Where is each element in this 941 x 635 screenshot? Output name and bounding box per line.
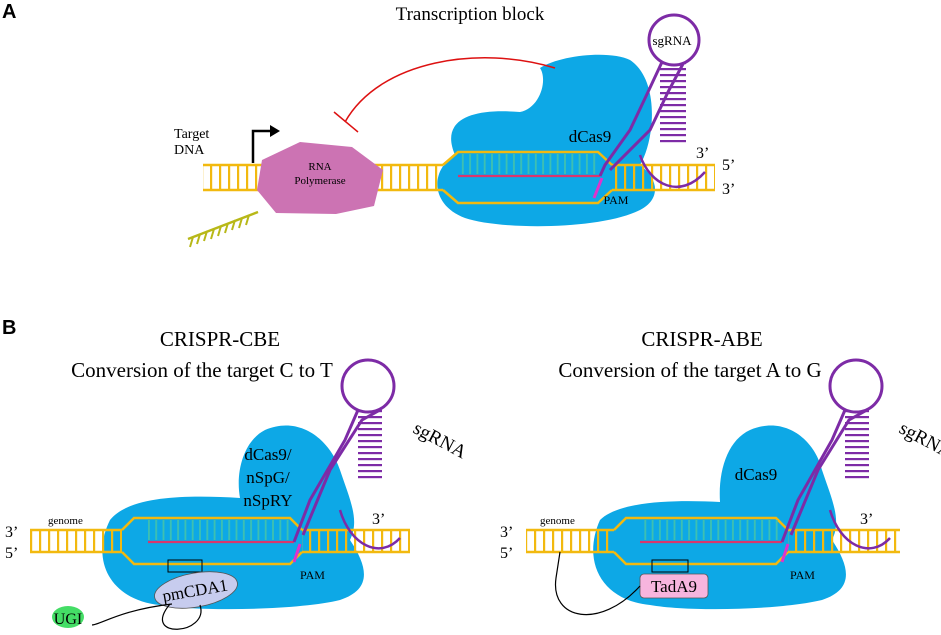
cbe-end-3-right: 3’ bbox=[372, 511, 385, 528]
cbe-subtitle: Conversion of the target C to T bbox=[71, 358, 333, 382]
cbe-end-5-left: 5’ bbox=[5, 545, 18, 562]
panel-a-letter: A bbox=[2, 1, 16, 23]
abe-end-5-left: 5’ bbox=[500, 545, 513, 562]
end-5-right-a: 5’ bbox=[722, 157, 735, 174]
target-label-line1: Target bbox=[174, 127, 209, 142]
cbe-pam-label: PAM bbox=[300, 568, 325, 582]
polymerase-line1: RNA bbox=[308, 161, 331, 173]
panel-b-letter: B bbox=[2, 317, 16, 339]
abe-end-3-left: 3’ bbox=[500, 524, 513, 541]
abe-cas-label: dCas9 bbox=[735, 465, 778, 484]
abe-genome-label: genome bbox=[540, 515, 575, 527]
rna-polymerase bbox=[257, 142, 383, 214]
abe-sgrna-label: sgRNA bbox=[896, 418, 941, 463]
abe-diagram: CRISPR-ABE Conversion of the target A to… bbox=[500, 327, 941, 616]
promoter-arrow-icon bbox=[251, 125, 280, 163]
panel-a: A Transcription block bbox=[2, 1, 735, 248]
abe-tada9-label: TadA9 bbox=[651, 577, 697, 596]
sgrna-structure-a bbox=[598, 13, 706, 189]
abe-pam-label: PAM bbox=[790, 568, 815, 582]
cbe-end-3-left: 3’ bbox=[5, 524, 18, 541]
abe-end-3-right: 3’ bbox=[860, 511, 873, 528]
cbe-pmcda1-blob bbox=[154, 571, 238, 609]
end-3-right-a: 3’ bbox=[722, 181, 735, 198]
repression-arrow bbox=[344, 57, 556, 123]
rna-transcript bbox=[187, 210, 259, 248]
cbe-cas-line1: dCas9/ bbox=[244, 445, 292, 464]
polymerase-line2: Polymerase bbox=[294, 175, 345, 187]
cbe-diagram: CRISPR-CBE Conversion of the target C to… bbox=[5, 327, 470, 630]
cbe-cas-line3: nSpRY bbox=[243, 491, 292, 510]
cbe-ugi-blob bbox=[52, 606, 84, 628]
panel-b: B CRISPR-CBE Conversion of the target C … bbox=[2, 317, 941, 630]
cbe-cas-line2: nSpG/ bbox=[246, 468, 290, 487]
cbe-genome-label: genome bbox=[48, 515, 83, 527]
abe-title: CRISPR-ABE bbox=[641, 327, 762, 351]
sgrna-label-a: sgRNA bbox=[652, 33, 692, 48]
cbe-ugi-label: UGI bbox=[54, 611, 82, 628]
cbe-title: CRISPR-CBE bbox=[160, 327, 280, 351]
target-label-line2: DNA bbox=[174, 143, 205, 158]
pam-label-a: PAM bbox=[604, 193, 629, 207]
abe-target-window bbox=[651, 559, 689, 573]
dcas9-label-a: dCas9 bbox=[569, 127, 612, 146]
end-3-top-a: 3’ bbox=[696, 145, 709, 162]
panel-a-title: Transcription block bbox=[396, 4, 545, 25]
abe-subtitle: Conversion of the target A to G bbox=[558, 358, 821, 382]
cbe-target-window bbox=[167, 559, 203, 573]
cbe-sgrna-label: sgRNA bbox=[410, 418, 470, 463]
